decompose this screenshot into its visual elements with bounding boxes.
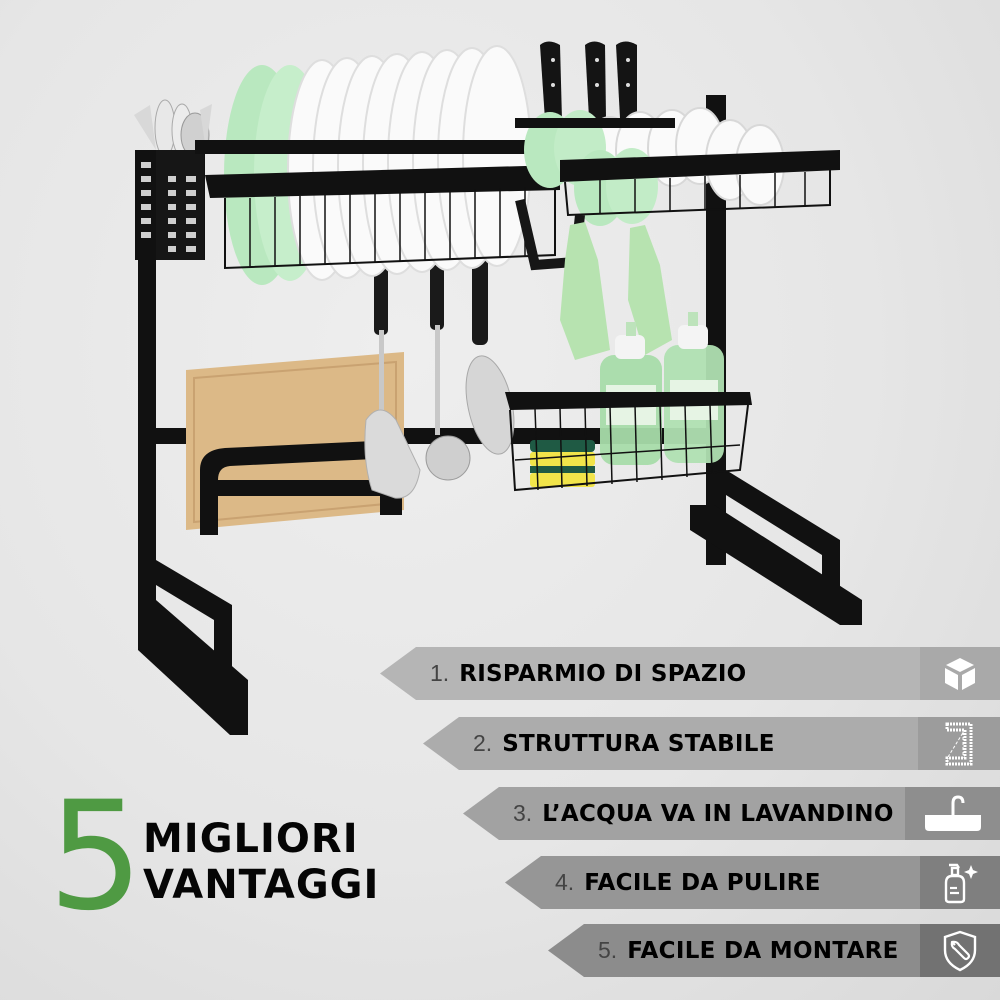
benefit-label: 2. STRUTTURA STABILE: [473, 717, 775, 770]
benefit-icon-box: [918, 717, 1000, 770]
cutlery-holder: [134, 99, 212, 260]
product-image-dish-rack: [134, 41, 862, 735]
benefit-text: RISPARMIO DI SPAZIO: [459, 661, 747, 687]
banner-arrow: [548, 924, 920, 977]
benefit-banner-3: 3. L’ACQUA VA IN LAVANDINO: [463, 787, 1000, 840]
benefit-text: FACILE DA PULIRE: [584, 870, 821, 896]
stable-structure-icon: [945, 722, 973, 765]
soap-dispenser-sparkle-icon: [944, 863, 978, 903]
benefit-index: 5.: [598, 937, 618, 963]
plate-basket: [195, 140, 560, 270]
left-leg-frame: [138, 150, 248, 735]
benefit-text: FACILE DA MONTARE: [627, 938, 899, 964]
hanging-utensils: [364, 255, 515, 499]
benefit-text: STRUTTURA STABILE: [502, 731, 775, 757]
benefit-index: 3.: [513, 800, 533, 826]
hanging-towels: [560, 222, 672, 360]
plates: [224, 45, 532, 285]
cube-icon: [945, 657, 975, 690]
benefit-banner-1: 1. RISPARMIO DI SPAZIO: [380, 647, 1000, 700]
benefit-icon-box: [920, 856, 1000, 909]
cutting-board: [186, 352, 404, 535]
benefit-index: 4.: [555, 869, 575, 895]
benefit-icon-box: [920, 924, 1000, 977]
benefit-label: 1. RISPARMIO DI SPAZIO: [430, 647, 747, 700]
banner-arrow: [463, 787, 905, 840]
benefit-icon-box: [920, 647, 1000, 700]
benefit-banner-2: 2. STRUTTURA STABILE: [423, 717, 1000, 770]
knives: [540, 41, 637, 120]
benefit-banner-4: 4. FACILE DA PULIRE: [505, 856, 1000, 909]
banner-arrow: [505, 856, 920, 909]
benefit-label: 5. FACILE DA MONTARE: [598, 924, 899, 977]
banner-arrow: [423, 717, 920, 770]
headline-number: 5: [48, 770, 144, 944]
benefit-icon-box: [905, 787, 1000, 840]
benefit-index: 1.: [430, 660, 450, 686]
lower-basket: [505, 392, 752, 492]
sink-icon: [924, 794, 981, 831]
benefit-banner-5: 5. FACILE DA MONTARE: [548, 924, 1000, 977]
benefit-label: 4. FACILE DA PULIRE: [555, 856, 821, 909]
benefit-index: 2.: [473, 730, 493, 756]
headline-text: MIGLIORI VANTAGGI: [143, 816, 379, 908]
banner-arrow: [380, 647, 920, 700]
headline-line-2: VANTAGGI: [143, 862, 380, 908]
benefit-text: L’ACQUA VA IN LAVANDINO: [542, 801, 894, 827]
headline-line-1: MIGLIORI: [143, 816, 359, 862]
shield-wrench-icon: [943, 930, 977, 971]
benefit-label: 3. L’ACQUA VA IN LAVANDINO: [513, 787, 894, 840]
